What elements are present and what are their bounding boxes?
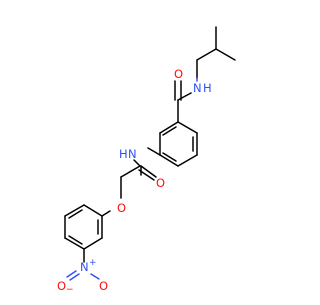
carbonyl-o-mid-label: O xyxy=(156,176,165,190)
ether-o-label: O xyxy=(117,201,126,215)
amide-n-mid-label: N xyxy=(128,147,137,161)
central-benzene-ring xyxy=(159,121,198,167)
nitrophenoxy-ring xyxy=(64,204,111,263)
top-amide-bonds xyxy=(174,77,198,123)
nitro-minus-label: − xyxy=(66,285,74,295)
nitro-o-left-label: O xyxy=(57,279,66,293)
amide-h-mid-label: H xyxy=(119,147,128,161)
middle-amide-bonds xyxy=(120,147,161,199)
atom-labels: N H O H N O O N + O − O xyxy=(57,67,212,295)
amide-h-top-label: H xyxy=(203,81,212,95)
amide-n-top-label: N xyxy=(193,81,202,95)
molecule-structure-diagram: N H O H N O O N + O − O xyxy=(57,26,236,295)
nitro-n-label: N xyxy=(80,260,89,274)
nitro-bonds xyxy=(66,270,100,281)
carbonyl-o-top-label: O xyxy=(174,67,183,81)
isobutyl-group xyxy=(196,26,236,79)
nitro-o-right-label: O xyxy=(99,279,108,293)
nitro-plus-label: + xyxy=(89,258,97,268)
molecule-svg: N H O H N O O N + O − O xyxy=(57,26,236,295)
